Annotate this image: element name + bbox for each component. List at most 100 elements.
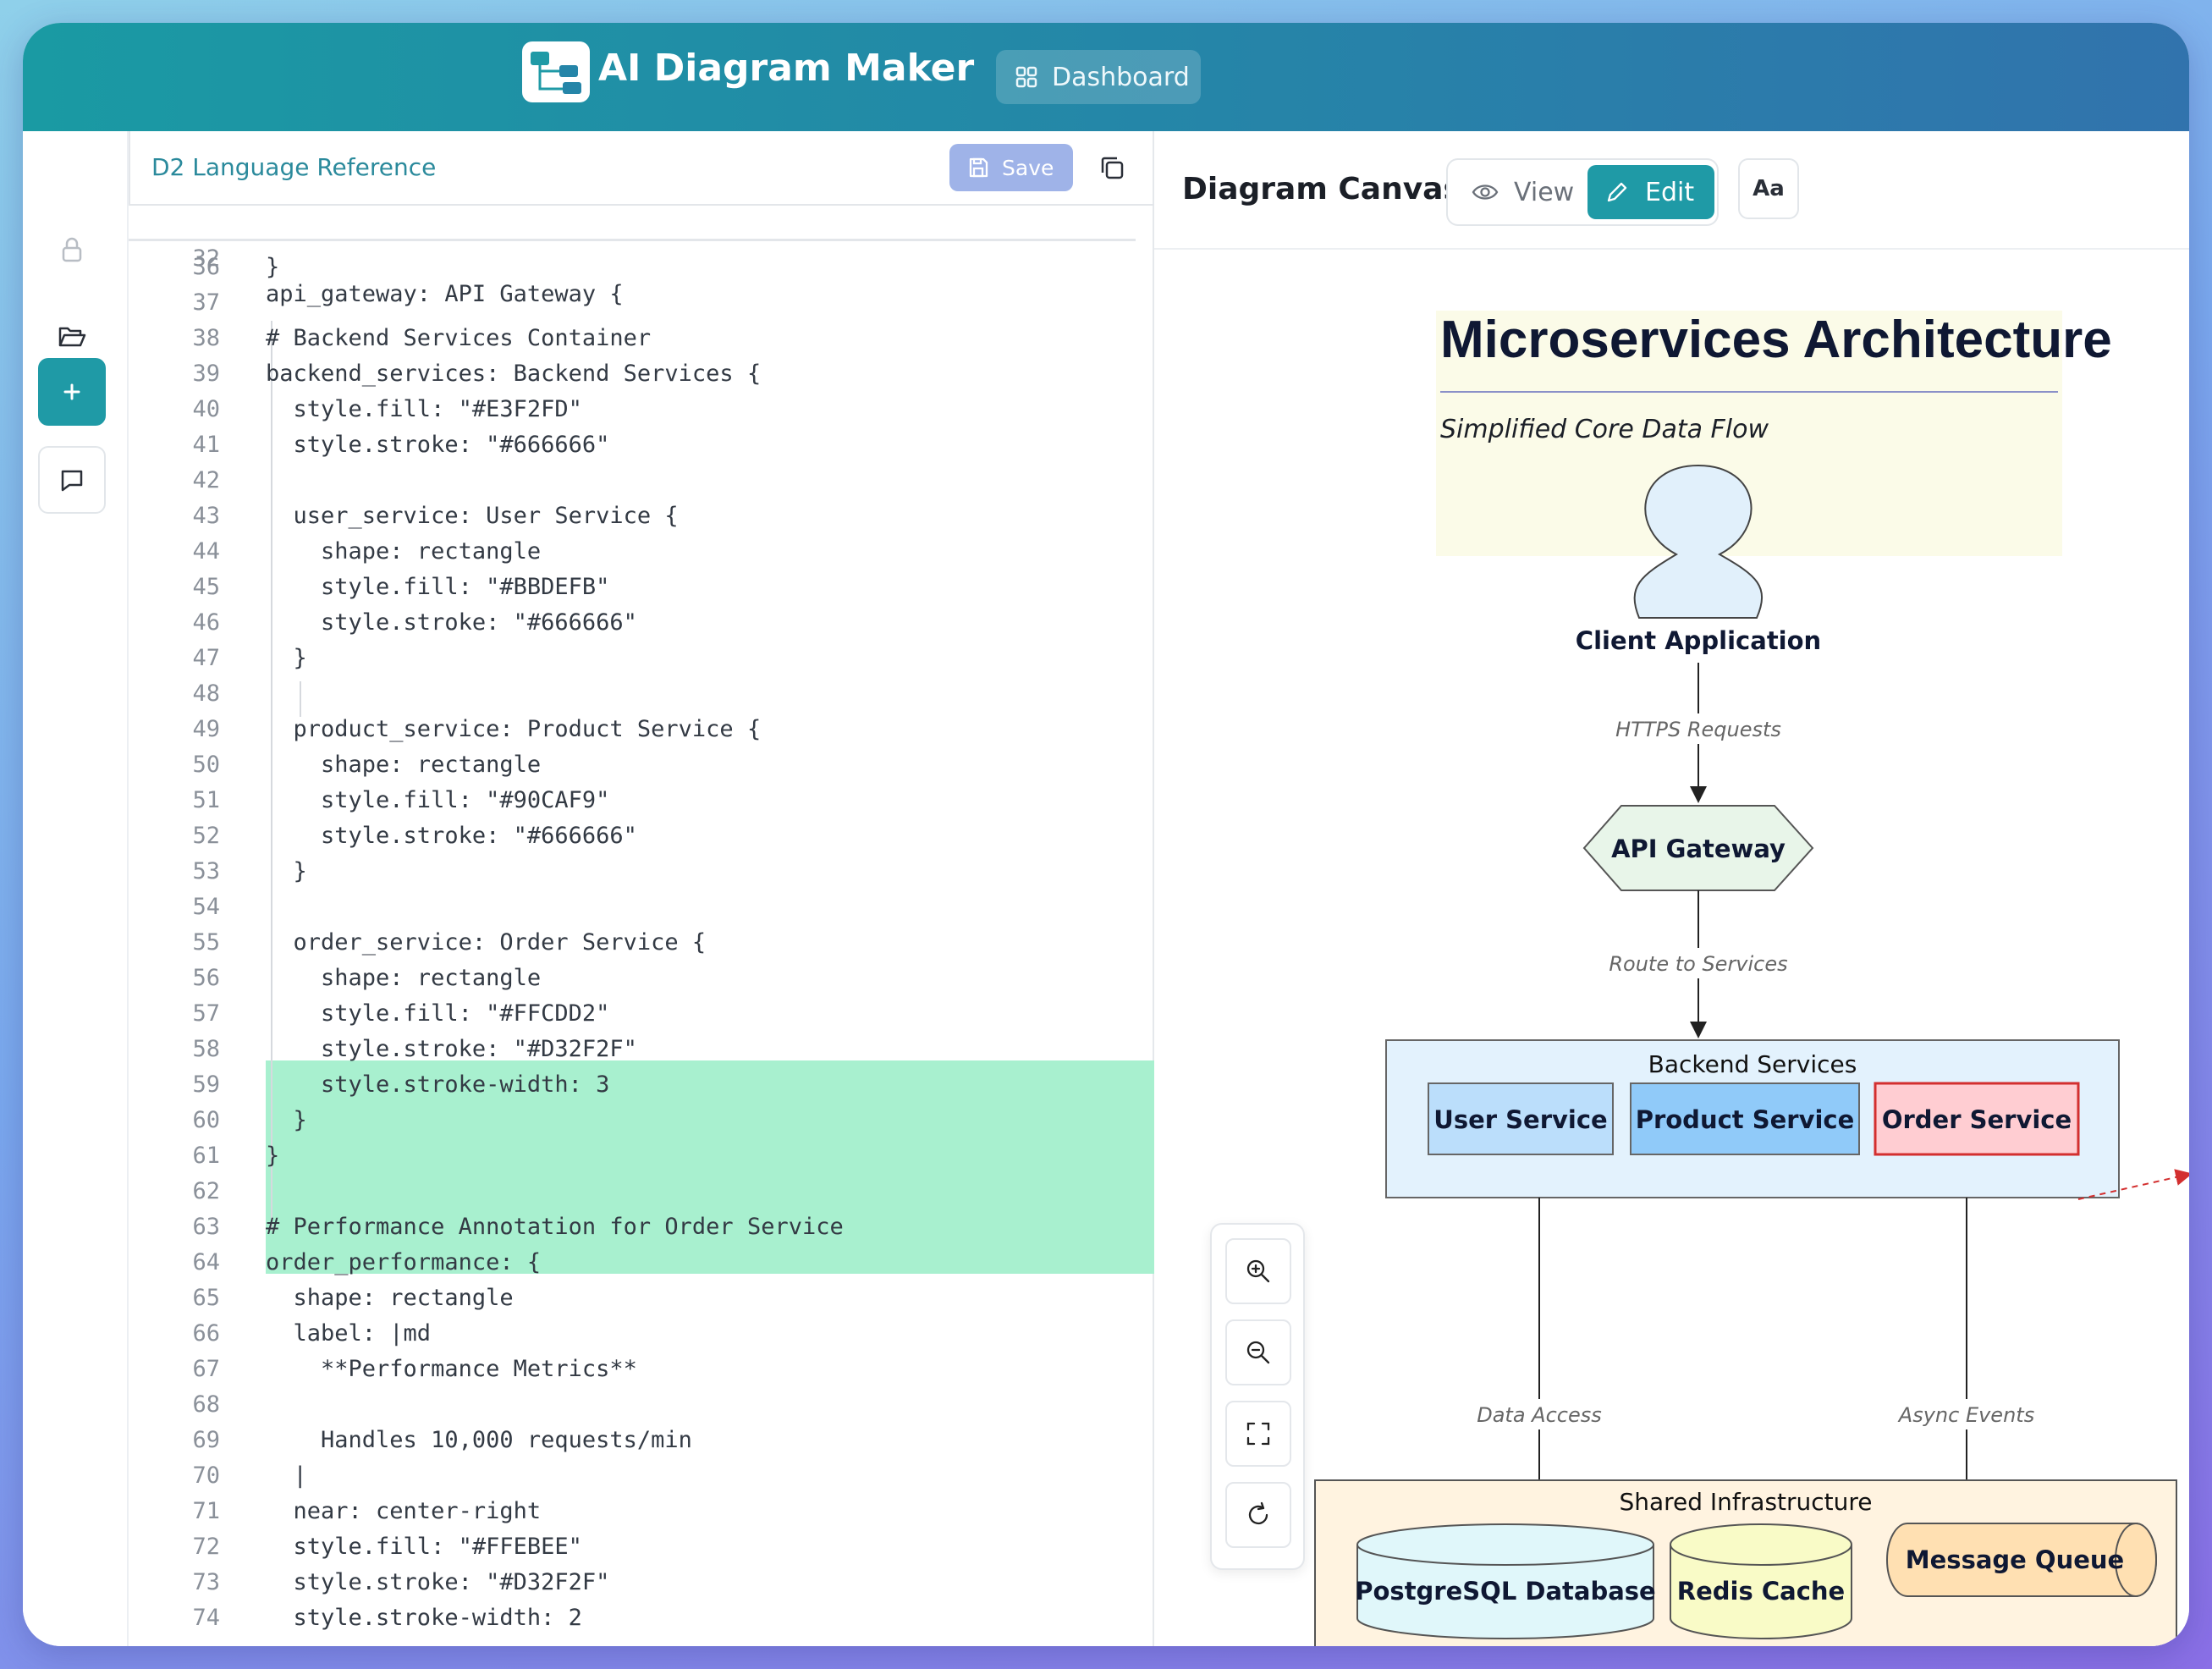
code-line[interactable]: 49 product_service: Product Service { <box>129 712 1154 747</box>
sidebar-chat-button[interactable] <box>38 446 106 514</box>
backend-services-label: Backend Services <box>1648 1050 1857 1078</box>
code-line[interactable]: 52 style.stroke: "#666666" <box>129 818 1154 854</box>
code-text: style.fill: "#BBDEFB" <box>266 570 609 605</box>
code-line[interactable]: 67 **Performance Metrics** <box>129 1352 1154 1387</box>
code-line[interactable]: 62 <box>129 1174 1154 1209</box>
redis-label: Redis Cache <box>1677 1577 1845 1606</box>
code-line[interactable]: 73 style.stroke: "#D32F2F" <box>129 1565 1154 1600</box>
sticky-scroll-line[interactable]: 32 api_gateway: API Gateway { <box>129 206 1136 241</box>
line-number: 46 <box>129 605 220 641</box>
line-number: 39 <box>129 356 220 392</box>
code-text: order_service: Order Service { <box>266 925 706 961</box>
diagram-subtitle: Simplified Core Data Flow <box>1440 415 1769 444</box>
line-number: 57 <box>129 996 220 1032</box>
code-line[interactable]: 40 style.fill: "#E3F2FD" <box>129 392 1154 427</box>
code-text: style.stroke: "#666666" <box>266 605 637 641</box>
line-number: 40 <box>129 392 220 427</box>
code-line[interactable]: 59 style.stroke-width: 3 <box>129 1067 1154 1103</box>
code-line[interactable]: 38# Backend Services Container <box>129 321 1154 356</box>
code-text: backend_services: Backend Services { <box>266 356 761 392</box>
code-line[interactable]: 42 <box>129 463 1154 498</box>
order-service-label: Order Service <box>1882 1105 2072 1134</box>
line-number: 69 <box>129 1423 220 1458</box>
code-line[interactable]: 60 } <box>129 1103 1154 1138</box>
lock-icon <box>58 235 86 264</box>
line-number: 49 <box>129 712 220 747</box>
code-line[interactable]: 41 style.stroke: "#666666" <box>129 427 1154 463</box>
code-line[interactable]: 71 near: center-right <box>129 1494 1154 1529</box>
code-text: style.fill: "#90CAF9" <box>266 783 609 818</box>
d2-reference-link[interactable]: D2 Language Reference <box>151 153 436 181</box>
copy-button[interactable] <box>1091 146 1133 189</box>
chat-icon <box>58 465 86 494</box>
code-line[interactable]: 58 style.stroke: "#D32F2F" <box>129 1032 1154 1067</box>
line-number: 64 <box>129 1245 220 1281</box>
code-text: shape: rectangle <box>266 961 541 996</box>
code-line[interactable]: 54 <box>129 890 1154 925</box>
edge-async-events-label: Async Events <box>1897 1403 2034 1427</box>
code-line[interactable]: 48 <box>129 676 1154 712</box>
line-number: 53 <box>129 854 220 890</box>
line-number: 63 <box>129 1209 220 1245</box>
code-line[interactable]: 63# Performance Annotation for Order Ser… <box>129 1209 1154 1245</box>
save-button[interactable]: Save <box>949 144 1073 191</box>
line-number: 52 <box>129 818 220 854</box>
code-line[interactable]: 51 style.fill: "#90CAF9" <box>129 783 1154 818</box>
code-line[interactable]: 68 <box>129 1387 1154 1423</box>
code-line[interactable]: 70 | <box>129 1458 1154 1494</box>
zoom-in-button[interactable] <box>1225 1238 1291 1304</box>
editor-toolbar: D2 Language Reference Save <box>129 131 1154 206</box>
code-text: style.fill: "#FFCDD2" <box>266 996 609 1032</box>
code-line[interactable]: 53 } <box>129 854 1154 890</box>
code-line[interactable]: 47 } <box>129 641 1154 676</box>
code-text: **Performance Metrics** <box>266 1352 637 1387</box>
reset-icon <box>1244 1501 1273 1529</box>
code-line[interactable]: 39 backend_services: Backend Services { <box>129 356 1154 392</box>
diagram-canvas-pane: Diagram Canvas View Edit Aa <box>1154 131 2189 1646</box>
code-text: shape: rectangle <box>266 534 541 570</box>
app-logo-icon[interactable] <box>522 41 590 102</box>
app-header: AI Diagram Maker Dashboard <box>23 23 2189 131</box>
line-number: 74 <box>129 1600 220 1636</box>
dashboard-label: Dashboard <box>1052 63 1190 92</box>
code-line[interactable]: 57 style.fill: "#FFCDD2" <box>129 996 1154 1032</box>
fit-screen-button[interactable] <box>1225 1401 1291 1467</box>
diagram[interactable]: Microservices Architecture Simplified Co… <box>1154 131 2189 1646</box>
line-number: 73 <box>129 1565 220 1600</box>
copy-icon <box>1098 153 1126 182</box>
code-line[interactable]: 46 style.stroke: "#666666" <box>129 605 1154 641</box>
reset-view-button[interactable] <box>1225 1482 1291 1548</box>
dashboard-button[interactable]: Dashboard <box>996 50 1201 104</box>
folder-open-icon <box>57 322 87 350</box>
sidebar-lock-button[interactable] <box>38 216 106 284</box>
code-line[interactable]: 44 shape: rectangle <box>129 534 1154 570</box>
code-line[interactable]: 55 order_service: Order Service { <box>129 925 1154 961</box>
code-line[interactable]: 50 shape: rectangle <box>129 747 1154 783</box>
code-text: } <box>266 854 307 890</box>
code-line[interactable]: 64order_performance: { <box>129 1245 1154 1281</box>
code-text: style.stroke: "#D32F2F" <box>266 1565 609 1600</box>
sidebar-new-button[interactable] <box>38 358 106 426</box>
line-number: 60 <box>129 1103 220 1138</box>
line-number: 66 <box>129 1316 220 1352</box>
code-editor-pane: D2 Language Reference Save 36}3738# <box>129 131 1154 1646</box>
zoom-out-button[interactable] <box>1225 1319 1291 1385</box>
code-area[interactable]: 36}3738# Backend Services Container39bac… <box>129 206 1154 1646</box>
code-line[interactable]: 72 style.fill: "#FFEBEE" <box>129 1529 1154 1565</box>
code-text: style.fill: "#FFEBEE" <box>266 1529 582 1565</box>
code-line[interactable]: 61} <box>129 1138 1154 1174</box>
code-line[interactable]: 66 label: |md <box>129 1316 1154 1352</box>
code-line[interactable]: 45 style.fill: "#BBDEFB" <box>129 570 1154 605</box>
code-text: } <box>266 1103 307 1138</box>
line-number: 59 <box>129 1067 220 1103</box>
line-number: 61 <box>129 1138 220 1174</box>
code-line[interactable]: 56 shape: rectangle <box>129 961 1154 996</box>
code-line[interactable]: 65 shape: rectangle <box>129 1281 1154 1316</box>
code-line[interactable]: 43 user_service: User Service { <box>129 498 1154 534</box>
code-line[interactable]: 69 Handles 10,000 requests/min <box>129 1423 1154 1458</box>
line-number: 43 <box>129 498 220 534</box>
line-number: 62 <box>129 1174 220 1209</box>
code-line[interactable]: 74 style.stroke-width: 2 <box>129 1600 1154 1636</box>
code-text: style.stroke: "#666666" <box>266 427 609 463</box>
edge-https-label: HTTPS Requests <box>1615 718 1781 741</box>
